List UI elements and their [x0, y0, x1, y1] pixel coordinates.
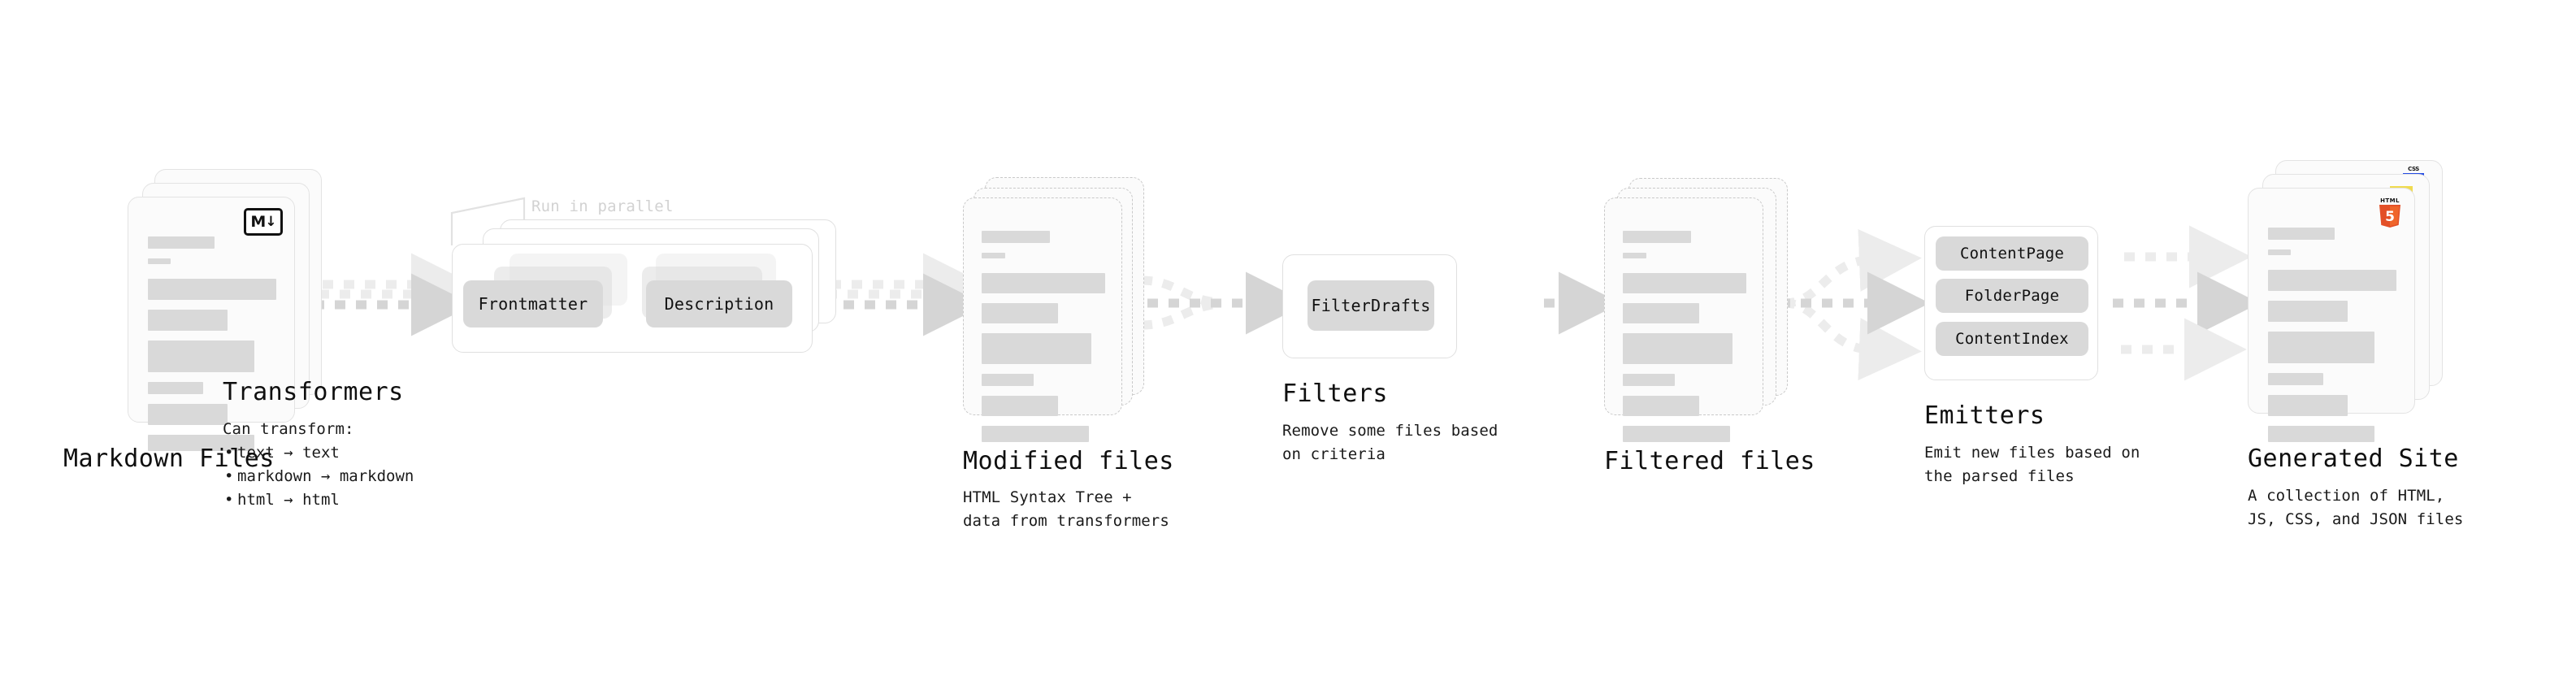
placeholder-line — [982, 231, 1050, 243]
transformers-bullet-item: •markdown → markdown — [224, 465, 414, 488]
arrow-filtered-to-emitters — [1780, 229, 1930, 380]
placeholder-line — [2268, 270, 2396, 291]
run-in-parallel-brace — [450, 197, 526, 245]
filtered-files-title: Filtered files — [1604, 447, 1815, 475]
arrow-emitters-to-site — [2113, 225, 2260, 381]
emitters-chip-contentpage[interactable]: ContentPage — [1936, 236, 2088, 271]
transformers-bullet-label: markdown → markdown — [237, 467, 414, 485]
placeholder-line — [2268, 249, 2292, 255]
site-placeholder-lines — [2268, 228, 2396, 452]
placeholder-line — [1623, 231, 1691, 243]
placeholder-line — [982, 333, 1092, 364]
filters-title: Filters — [1282, 380, 1388, 408]
bullet-dot-icon: • — [224, 444, 234, 462]
emitters-chip-contentindex-label: ContentIndex — [1955, 330, 2069, 348]
markdown-files-title: Markdown Files — [63, 445, 275, 473]
placeholder-line — [148, 404, 228, 425]
svg-text:5: 5 — [2385, 209, 2395, 225]
placeholder-line — [1623, 396, 1700, 416]
bullet-dot-icon: • — [224, 467, 234, 485]
transformer-chip-description[interactable]: Description — [646, 280, 792, 327]
placeholder-line — [2268, 301, 2348, 322]
placeholder-line — [148, 258, 171, 264]
emitters-desc: Emit new files based on the parsed files — [1924, 444, 2140, 485]
transformers-bullet-label: text → text — [237, 444, 340, 462]
modified-files-desc: HTML Syntax Tree + data from transformer… — [963, 488, 1169, 530]
transformers-title: Transformers — [223, 378, 404, 406]
placeholder-line — [2268, 373, 2323, 385]
filters-desc: Remove some files based on criteria — [1282, 422, 1498, 463]
markdown-placeholder-lines — [148, 236, 276, 461]
markdown-icon-letter: M — [250, 212, 266, 231]
filters-chip-filterdrafts-label: FilterDrafts — [1311, 296, 1431, 315]
modified-files-title: Modified files — [963, 447, 1174, 475]
filters-chip-filterdrafts[interactable]: FilterDrafts — [1308, 280, 1434, 331]
placeholder-line — [1623, 253, 1646, 258]
placeholder-line — [148, 340, 255, 372]
emitters-chip-folderpage[interactable]: FolderPage — [1936, 279, 2088, 313]
placeholder-line — [982, 396, 1059, 416]
site-card-front: HTML 5 — [2248, 188, 2415, 442]
placeholder-line — [982, 303, 1059, 323]
transformer-chip-description-label: Description — [664, 294, 774, 314]
arrow-markdown-to-transformers — [314, 253, 474, 336]
emitters-title: Emitters — [1924, 401, 2045, 430]
placeholder-line — [148, 236, 215, 249]
generated-site-title: Generated Site — [2248, 445, 2459, 473]
placeholder-line — [982, 426, 1090, 442]
placeholder-line — [148, 279, 276, 300]
arrow-modified-to-filters — [1141, 271, 1308, 335]
markdown-card-front: M↓ — [128, 197, 295, 451]
generated-site-desc: A collection of HTML, JS, CSS, and JSON … — [2248, 487, 2464, 528]
placeholder-line — [982, 374, 1034, 386]
markdown-icon: M↓ — [244, 208, 283, 236]
placeholder-line — [1623, 426, 1731, 442]
placeholder-line — [982, 273, 1105, 293]
html5-icon: HTML 5 — [2379, 197, 2400, 228]
transformers-desc: Can transform: — [223, 420, 354, 438]
placeholder-line — [148, 310, 228, 331]
filtered-card-front — [1604, 197, 1763, 442]
placeholder-line — [1623, 374, 1675, 386]
placeholder-line — [1623, 333, 1733, 364]
transformer-chip-frontmatter-label: Frontmatter — [478, 294, 588, 314]
emitters-chip-folderpage-label: FolderPage — [1964, 287, 2060, 305]
modified-card-front — [963, 197, 1122, 442]
emitters-chip-contentindex[interactable]: ContentIndex — [1936, 322, 2088, 356]
transformers-bullet-label: html → html — [237, 491, 340, 509]
emitters-chip-contentpage-label: ContentPage — [1959, 245, 2065, 262]
filtered-placeholder-lines — [1623, 231, 1746, 452]
placeholder-line — [148, 435, 255, 451]
placeholder-line — [148, 382, 203, 394]
arrow-transformers-to-modified — [822, 253, 986, 336]
placeholder-line — [2268, 228, 2335, 240]
markdown-icon-arrow: ↓ — [265, 213, 276, 230]
transformers-bullets: •text → text •markdown → markdown •html … — [224, 441, 414, 512]
placeholder-line — [982, 253, 1005, 258]
placeholder-line — [2268, 332, 2375, 363]
modified-placeholder-lines — [982, 231, 1105, 452]
css3-icon-word: CSS — [2408, 166, 2419, 172]
run-in-parallel-label: Run in parallel — [531, 197, 674, 215]
transformers-bullet-item: •text → text — [224, 441, 414, 465]
transformer-chip-frontmatter[interactable]: Frontmatter — [463, 280, 603, 327]
bullet-dot-icon: • — [224, 491, 234, 509]
placeholder-line — [2268, 395, 2348, 416]
placeholder-line — [1623, 303, 1700, 323]
svg-text:HTML: HTML — [2380, 197, 2400, 204]
placeholder-line — [2268, 426, 2375, 442]
placeholder-line — [1623, 273, 1746, 293]
transformers-bullet-item: •html → html — [224, 488, 414, 512]
